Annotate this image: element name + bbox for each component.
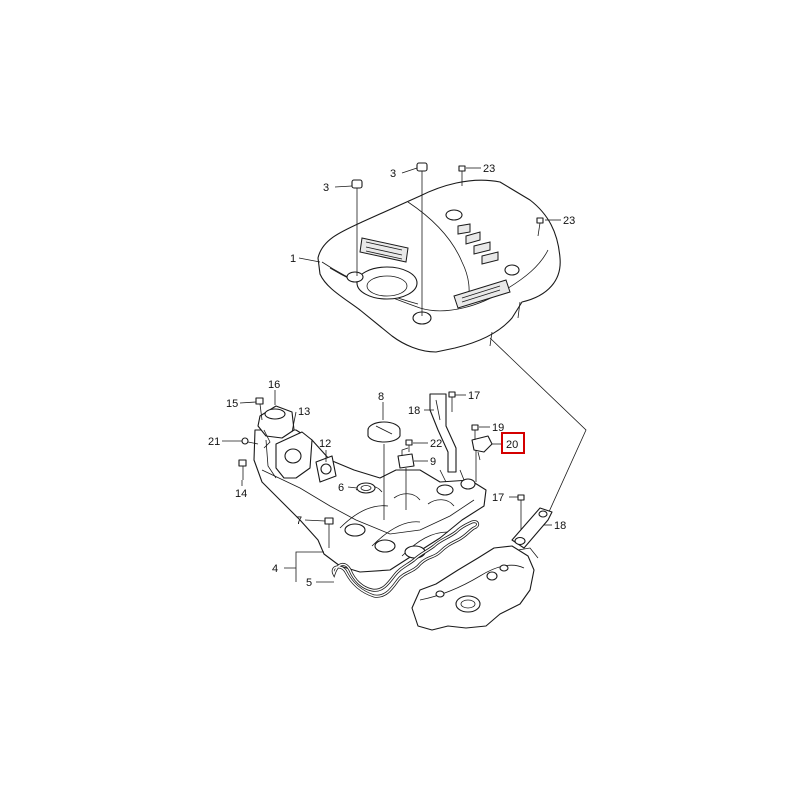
callout-17-right: 17: [492, 492, 504, 504]
bracket-bolt-right[interactable]: [517, 494, 525, 530]
leader-lines: [222, 167, 561, 583]
cover-bolt-left[interactable]: [351, 179, 363, 276]
callout-1: 1: [290, 253, 296, 265]
callout-9: 9: [430, 456, 436, 468]
callout-18-upper: 18: [408, 405, 420, 417]
callout-18-right: 18: [554, 520, 566, 532]
callout-17-upper: 17: [468, 390, 480, 402]
callout-21: 21: [208, 436, 220, 448]
callout-14: 14: [235, 488, 247, 500]
cover-screw-top[interactable]: [458, 165, 466, 186]
callout-22: 22: [430, 438, 442, 450]
callout-13: 13: [298, 406, 310, 418]
sensor-bolt-19[interactable]: [471, 424, 479, 440]
callout-labels: 1 3 3 23 23 16 15 13 21 12 14 8 22 9 6 1…: [208, 163, 575, 589]
camshaft-position-sensor[interactable]: [471, 435, 493, 482]
bracket-bolt-upper[interactable]: [448, 391, 456, 412]
throttle-body[interactable]: [257, 405, 295, 449]
callout-23-right: 23: [563, 215, 575, 227]
manifold-stud[interactable]: [238, 459, 247, 480]
callout-4: 4: [272, 563, 278, 575]
callout-15: 15: [226, 398, 238, 410]
callout-6: 6: [338, 482, 344, 494]
oil-filler-cap[interactable]: [367, 421, 401, 520]
throttle-adapter[interactable]: [275, 431, 313, 479]
callout-16: 16: [268, 379, 280, 391]
sensor-bolt[interactable]: [405, 439, 413, 452]
callout-3-left: 3: [323, 182, 329, 194]
callout-12: 12: [319, 438, 331, 450]
callout-3-center: 3: [390, 168, 396, 180]
callout-5: 5: [306, 577, 312, 589]
manifold-gasket[interactable]: [331, 520, 480, 598]
engine-cover[interactable]: [317, 179, 561, 353]
callout-8: 8: [378, 391, 384, 403]
adapter-gasket[interactable]: [315, 455, 337, 483]
cover-bolt-center[interactable]: [416, 162, 428, 316]
exhaust-manifold[interactable]: [411, 545, 539, 631]
map-sensor[interactable]: [397, 447, 415, 510]
callout-23-top: 23: [483, 163, 495, 175]
filler-seal[interactable]: [356, 482, 376, 494]
cover-screw-right[interactable]: [536, 217, 544, 237]
bracket-upper[interactable]: [429, 393, 457, 473]
throttle-bolt[interactable]: [255, 397, 264, 421]
highlight-box: [501, 432, 525, 454]
callout-20: 20: [506, 439, 518, 451]
bracket-right[interactable]: [511, 507, 553, 549]
intake-manifold[interactable]: [253, 429, 487, 573]
callout-7: 7: [296, 515, 302, 527]
callout-19: 19: [492, 422, 504, 434]
